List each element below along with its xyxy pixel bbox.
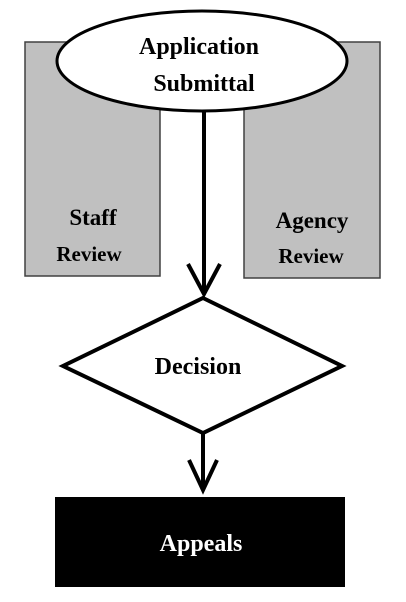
decision-node: Decision xyxy=(58,295,347,436)
application-submittal-ellipse xyxy=(55,9,349,113)
application-submittal-label-line1: Application xyxy=(139,34,259,60)
arrow-decision-to-appeals xyxy=(187,433,219,495)
agency-review-label-line2: Review xyxy=(278,244,344,268)
agency-review-label-line1: Agency xyxy=(276,208,349,233)
appeals-node: Appeals xyxy=(55,497,345,587)
appeals-box xyxy=(55,497,345,587)
arrow-submittal-to-decision xyxy=(186,104,222,299)
decision-label: Decision xyxy=(155,354,242,380)
appeals-label: Appeals xyxy=(160,531,243,557)
staff-review-label-line1: Staff xyxy=(69,205,117,230)
application-submittal-node: Application Submittal xyxy=(55,9,349,113)
staff-review-label-line2: Review xyxy=(56,242,122,266)
application-submittal-label-line2: Submittal xyxy=(153,71,255,97)
